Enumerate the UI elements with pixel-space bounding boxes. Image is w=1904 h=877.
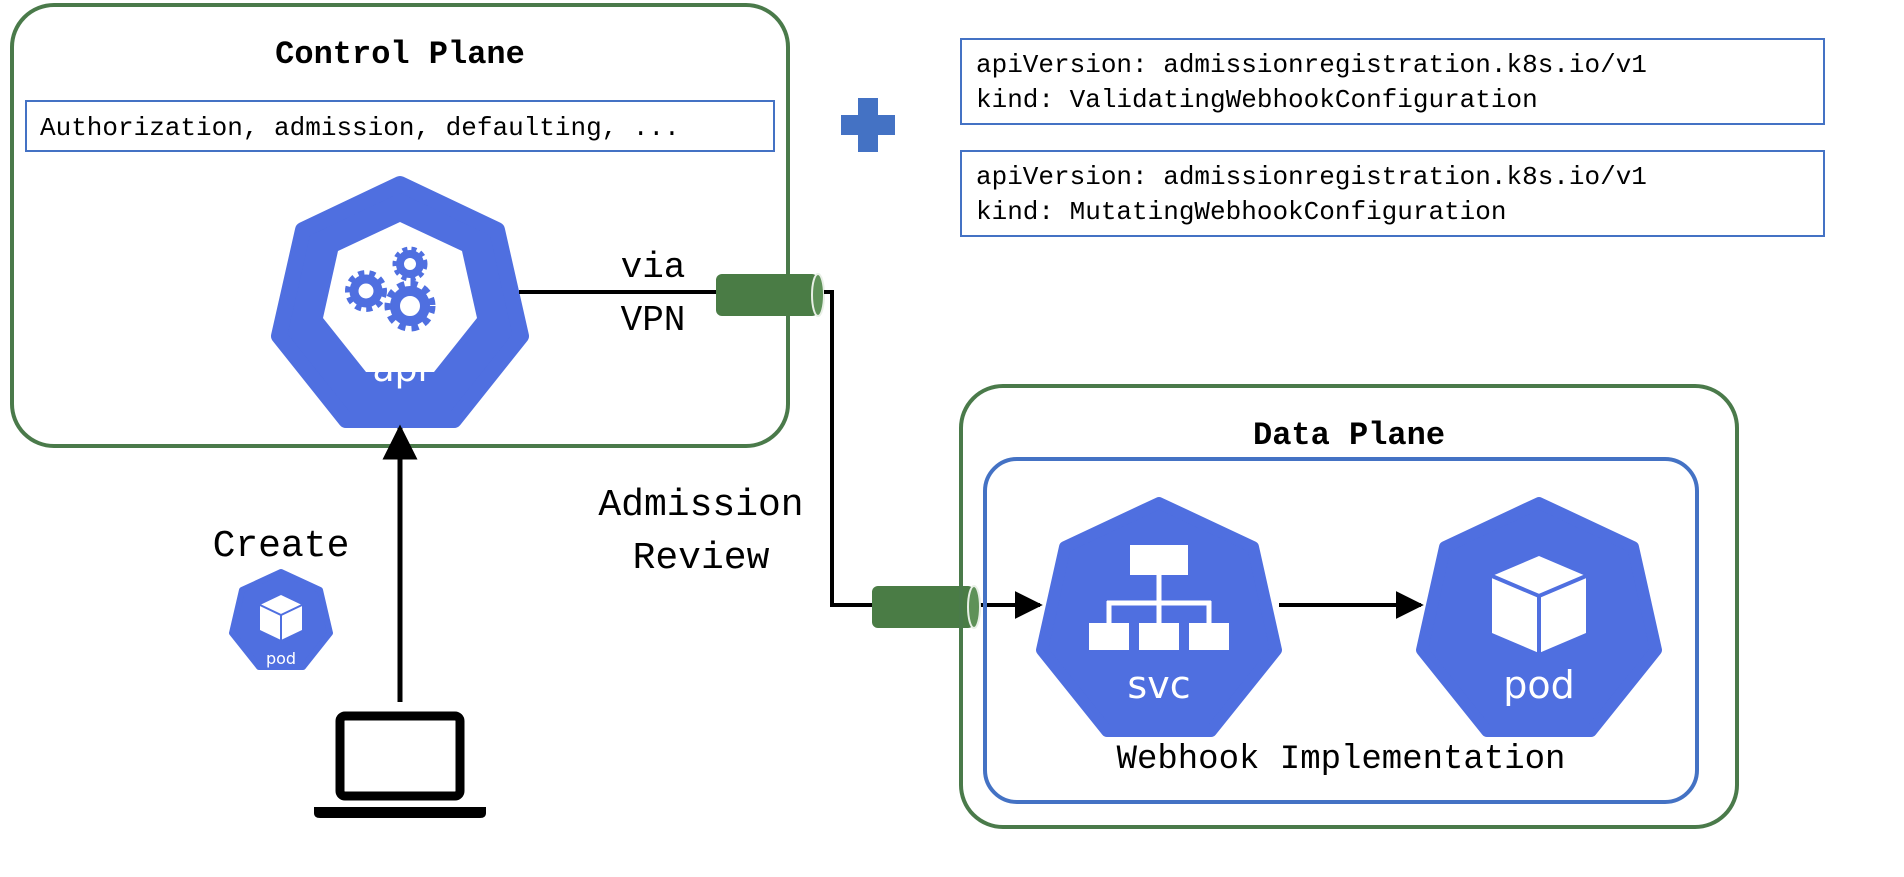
validating-config-kind: kind: ValidatingWebhookConfiguration: [976, 85, 1538, 115]
small-pod-icon: pod: [229, 569, 333, 670]
control-plane-title: Control Plane: [275, 36, 525, 73]
laptop-icon: [314, 711, 486, 818]
create-label: Create: [213, 525, 350, 568]
svc-label: svc: [1127, 663, 1190, 707]
pod-label: pod: [1503, 663, 1575, 707]
pod-icon: pod: [1416, 497, 1662, 737]
review-label: Review: [633, 537, 770, 580]
pipe-to-webhook-line: [824, 290, 1043, 619]
admission-chain-box: [25, 100, 775, 152]
validating-config-api-version: apiVersion: admissionregistration.k8s.io…: [976, 50, 1647, 80]
via-label: via: [621, 247, 686, 288]
cube-icon: [1491, 556, 1587, 653]
api-server-icon: api: [271, 176, 529, 428]
vpn-label: VPN: [621, 300, 686, 341]
admission-label: Admission: [598, 484, 803, 527]
vpn-tunnel-pipe: [716, 273, 825, 317]
data-plane-title: Data Plane: [1253, 417, 1445, 454]
data-plane-box: [959, 384, 1739, 829]
webhook-implementation-label: Webhook Implementation: [1117, 741, 1566, 779]
api-label: api: [373, 349, 428, 390]
small-pod-label: pod: [266, 649, 296, 668]
validating-webhook-config: apiVersion: admissionregistration.k8s.io…: [960, 38, 1825, 125]
plus-icon: [841, 98, 895, 152]
admission-chain-text: Authorization, admission, defaulting, ..…: [40, 113, 680, 143]
gears-icon: [345, 246, 436, 332]
mutating-webhook-config: apiVersion: admissionregistration.k8s.io…: [960, 150, 1825, 237]
mutating-config-api-version: apiVersion: admissionregistration.k8s.io…: [976, 162, 1647, 192]
webhook-implementation-box: [983, 457, 1699, 804]
webhook-pipe: [872, 585, 981, 629]
mutating-config-kind: kind: MutatingWebhookConfiguration: [976, 197, 1507, 227]
network-tree-icon: [1089, 545, 1229, 650]
service-icon: svc: [1036, 497, 1282, 737]
